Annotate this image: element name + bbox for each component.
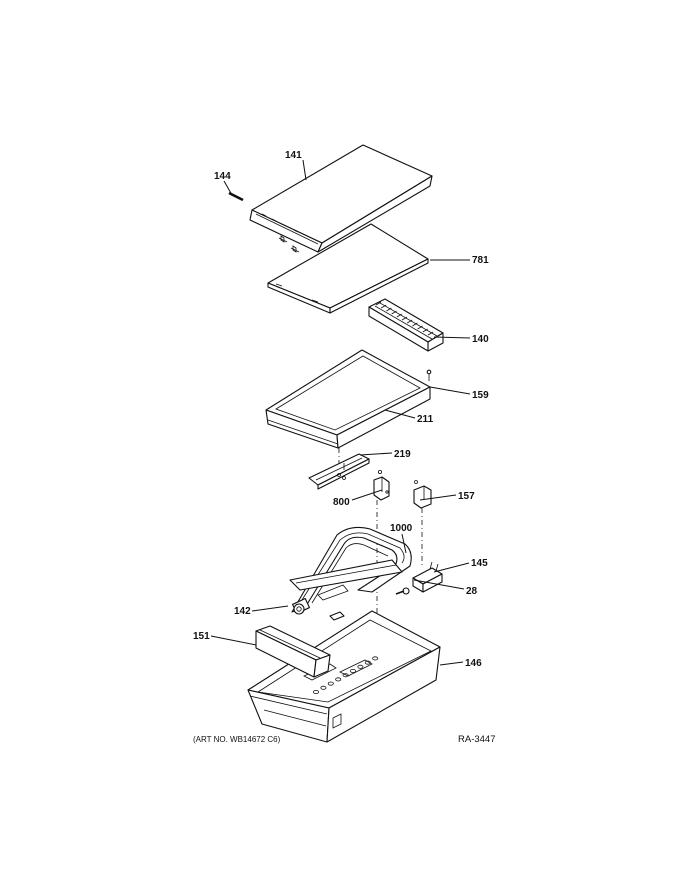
callout-140: 140 [472, 334, 489, 345]
callout-labels: 141 144 781 140 159 211 219 800 157 1000… [193, 150, 489, 669]
pan-vent-hole [335, 677, 342, 682]
part-1000-burner[interactable] [289, 526, 412, 613]
part-219-bracket[interactable] [308, 453, 370, 490]
grate-slot [412, 322, 418, 327]
callout-145: 145 [471, 558, 488, 569]
part-28-screw[interactable] [395, 587, 410, 595]
part-159-screw[interactable] [426, 369, 432, 381]
grate-slot [386, 307, 392, 312]
pan-vent-hole [349, 669, 356, 674]
callout-157: 157 [458, 491, 475, 502]
part-211-drip-tray[interactable] [265, 349, 431, 449]
callout-151: 151 [193, 631, 210, 642]
part-781-griddle-plate[interactable] [267, 223, 429, 314]
callout-159: 159 [472, 390, 489, 401]
part-141-griddle-cover[interactable] [249, 144, 433, 253]
pan-vent-hole [364, 660, 371, 665]
callout-219: 219 [394, 449, 411, 460]
callout-800: 800 [333, 497, 350, 508]
art-number: (ART NO. WB14672 C6) [193, 735, 281, 744]
part-141-clips [278, 235, 300, 253]
diagram-reference: RA-3447 [458, 734, 496, 745]
grate-slot [380, 304, 387, 309]
part-142-orifice[interactable] [291, 597, 345, 621]
grate-slot [427, 331, 434, 336]
callout-142: 142 [234, 606, 251, 617]
grate-slot [422, 328, 429, 333]
pan-vent-hole [342, 673, 349, 678]
callout-781: 781 [472, 255, 489, 266]
grate-slot [375, 301, 382, 306]
grate-slot [406, 319, 413, 324]
callout-146: 146 [465, 658, 482, 669]
grate-slot [401, 316, 408, 321]
grate-slot [391, 310, 397, 315]
pan-vent-hole [320, 685, 327, 690]
pan-vent-hole [372, 656, 379, 661]
pan-vent-hole [327, 681, 334, 686]
grate-slot [417, 325, 423, 330]
part-219-screws [337, 473, 346, 480]
part-800-mount[interactable] [373, 469, 390, 501]
part-146-burner-pan[interactable] [247, 610, 441, 743]
part-145-valve[interactable] [412, 561, 443, 593]
callout-141: 141 [285, 150, 302, 161]
leader-lines [210, 159, 471, 666]
callout-1000: 1000 [390, 523, 413, 534]
part-151-front-panel[interactable] [255, 625, 331, 678]
part-157-mount[interactable] [413, 480, 432, 509]
part-140-grease-grate[interactable] [368, 298, 444, 352]
pan-vent-hole [357, 664, 364, 669]
grate-slot [396, 313, 403, 318]
pan-vent-hole [312, 690, 319, 695]
callout-28: 28 [466, 586, 478, 597]
callout-144: 144 [214, 171, 231, 182]
callout-211: 211 [417, 414, 434, 425]
